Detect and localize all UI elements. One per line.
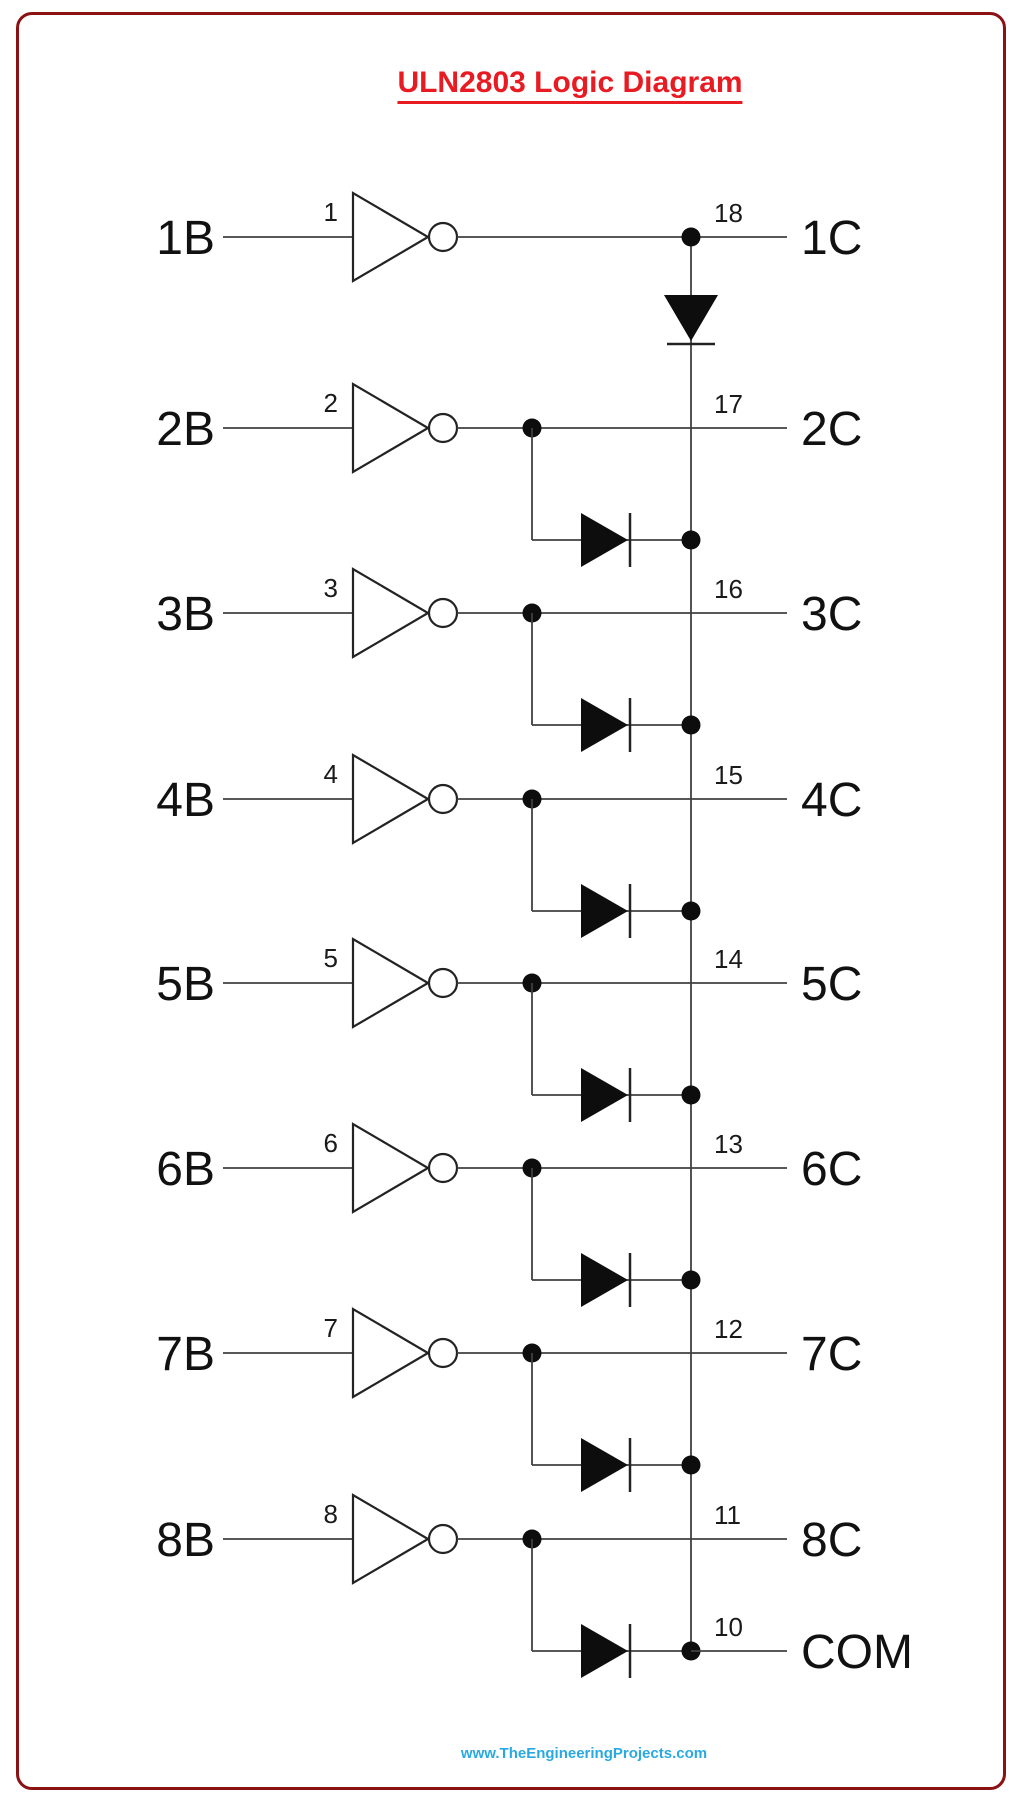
input-label: 6B	[156, 1143, 215, 1196]
output-label: 3C	[801, 588, 862, 641]
input-label: 3B	[156, 588, 215, 641]
input-label: 2B	[156, 403, 215, 456]
flyback-diode-down	[664, 295, 718, 341]
inverter-bubble	[427, 1337, 459, 1369]
input-pin-number: 4	[324, 759, 338, 789]
input-pin-number: 1	[324, 197, 338, 227]
input-label: 4B	[156, 774, 215, 827]
channel-5: 5B 5 14 5C	[156, 937, 862, 1122]
input-pin-number: 6	[324, 1128, 338, 1158]
channel-4: 4B 4 15 4C	[156, 753, 862, 938]
output-label: 2C	[801, 403, 862, 456]
flyback-diode	[581, 1068, 628, 1122]
input-pin-number: 5	[324, 943, 338, 973]
flyback-diode	[581, 513, 628, 567]
flyback-diode	[581, 698, 628, 752]
input-pin-number: 8	[324, 1499, 338, 1529]
rail-junction-dot	[681, 715, 701, 735]
inverter-bubble	[427, 1523, 459, 1555]
output-label: 7C	[801, 1328, 862, 1381]
output-label: 6C	[801, 1143, 862, 1196]
output-pin-number: 17	[714, 389, 743, 419]
channel-8: 8B 8 11 8C	[156, 1493, 862, 1678]
rail-junction-dot	[681, 530, 701, 550]
footer-url: www.TheEngineeringProjects.com	[460, 1745, 708, 1762]
flyback-diode	[581, 884, 628, 938]
input-pin-number: 3	[324, 573, 338, 603]
rail-junction-dot	[681, 1085, 701, 1105]
rail-junction-dot	[681, 1270, 701, 1290]
common-output: 10 COM	[691, 1612, 913, 1679]
flyback-diode	[581, 1253, 628, 1307]
channel-6: 6B 6 13 6C	[156, 1122, 862, 1307]
input-label: 5B	[156, 958, 215, 1011]
input-label: 7B	[156, 1328, 215, 1381]
flyback-diode	[581, 1624, 628, 1678]
buffer-triangle	[351, 191, 431, 283]
buffer-triangle	[351, 567, 431, 659]
channel-2: 2B 2 17 2C	[156, 382, 862, 567]
junction-dot	[681, 227, 701, 247]
output-pin-number: 16	[714, 574, 743, 604]
output-label: 5C	[801, 958, 862, 1011]
buffer-triangle	[351, 937, 431, 1029]
inverter-bubble	[427, 967, 459, 999]
channel-3: 3B 3 16 3C	[156, 567, 862, 752]
output-pin-number: 13	[714, 1129, 743, 1159]
common-pin-number: 10	[714, 1612, 743, 1642]
output-label: 8C	[801, 1514, 862, 1567]
inverter-bubble	[427, 412, 459, 444]
output-label: 4C	[801, 774, 862, 827]
input-label: 8B	[156, 1514, 215, 1567]
channel-1: 1B 1 18 1C	[156, 191, 862, 346]
inverter-bubble	[427, 597, 459, 629]
rail-junction-dot	[681, 901, 701, 921]
output-pin-number: 15	[714, 760, 743, 790]
inverter-bubble	[427, 221, 459, 253]
common-label: COM	[801, 1626, 913, 1679]
output-pin-number: 14	[714, 944, 743, 974]
input-pin-number: 2	[324, 388, 338, 418]
buffer-triangle	[351, 1122, 431, 1214]
page-title: ULN2803 Logic Diagram	[397, 66, 743, 104]
buffer-triangle	[351, 1307, 431, 1399]
output-pin-number: 12	[714, 1314, 743, 1344]
output-pin-number: 18	[714, 198, 743, 228]
inverter-bubble	[427, 783, 459, 815]
output-pin-number: 11	[714, 1500, 741, 1530]
buffer-triangle	[351, 753, 431, 845]
channel-7: 7B 7 12 7C	[156, 1307, 862, 1492]
buffer-triangle	[351, 382, 431, 474]
flyback-diode	[581, 1438, 628, 1492]
rail-junction-dot	[681, 1455, 701, 1475]
page-border-frame	[16, 12, 1006, 1790]
input-pin-number: 7	[324, 1313, 338, 1343]
inverter-bubble	[427, 1152, 459, 1184]
buffer-triangle	[351, 1493, 431, 1585]
input-label: 1B	[156, 212, 215, 265]
output-label: 1C	[801, 212, 862, 265]
